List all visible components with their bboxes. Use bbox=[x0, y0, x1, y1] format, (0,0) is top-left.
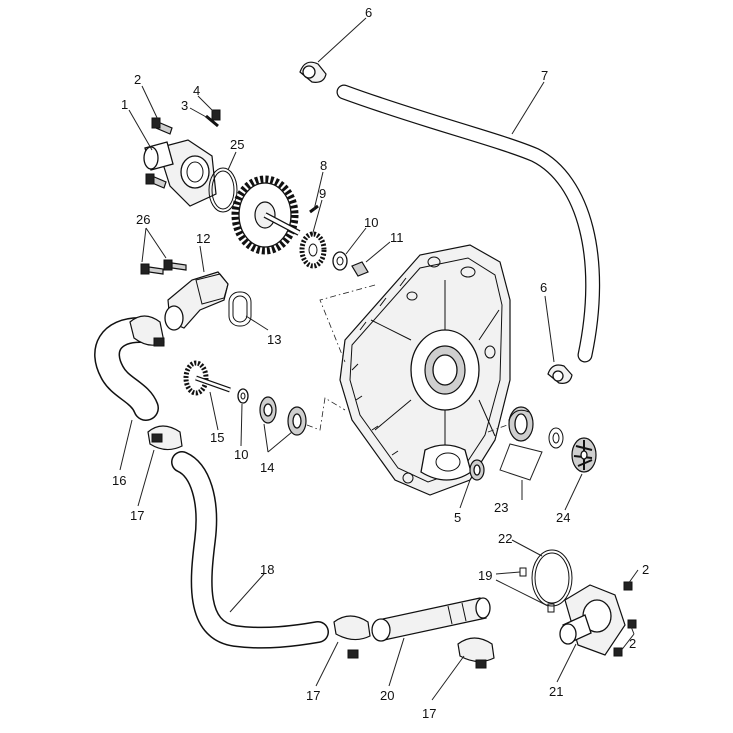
small-gear-9 bbox=[299, 231, 327, 269]
callout-10-low: 10 bbox=[234, 447, 248, 462]
callout-15: 15 bbox=[210, 430, 224, 445]
hose-clip-right bbox=[547, 364, 573, 384]
callout-1: 1 bbox=[121, 97, 128, 112]
hose-clip-17-right bbox=[457, 637, 495, 669]
callout-9: 9 bbox=[319, 186, 326, 201]
callout-25: 25 bbox=[230, 137, 244, 152]
seal-5 bbox=[469, 459, 485, 481]
callout-2-right-top: 2 bbox=[642, 562, 649, 577]
callout-17-left: 17 bbox=[130, 508, 144, 523]
callout-20: 20 bbox=[380, 688, 394, 703]
hose-16 bbox=[94, 317, 159, 421]
bearings-14 bbox=[259, 396, 307, 436]
large-gear-shaft bbox=[231, 175, 301, 255]
hose-clip-top bbox=[299, 61, 327, 83]
gasket-13 bbox=[228, 291, 252, 327]
hose-clip-16-top bbox=[129, 315, 165, 347]
callout-10-top: 10 bbox=[364, 215, 378, 230]
small-pin bbox=[205, 109, 221, 128]
fitting-bolts bbox=[145, 117, 173, 189]
bolts-26 bbox=[140, 259, 187, 275]
callout-19: 19 bbox=[478, 568, 492, 583]
hose-clip-17-center bbox=[333, 615, 371, 659]
callout-2-right-bottom: 2 bbox=[629, 636, 636, 651]
coolant-hose-long bbox=[336, 84, 601, 363]
engine-side-cover bbox=[339, 244, 511, 496]
o-ring-22 bbox=[531, 549, 573, 607]
elbow-fitting-12 bbox=[164, 271, 229, 331]
leader-lines bbox=[119, 17, 639, 701]
assembly-axis-lines bbox=[306, 284, 511, 433]
bearing-11 bbox=[351, 261, 369, 277]
callout-3: 3 bbox=[181, 98, 188, 113]
washer-10-low bbox=[237, 388, 249, 404]
callout-8: 8 bbox=[320, 158, 327, 173]
callout-18: 18 bbox=[260, 562, 274, 577]
callout-6-top: 6 bbox=[365, 5, 372, 20]
callout-24: 24 bbox=[556, 510, 570, 525]
callout-11: 11 bbox=[390, 230, 404, 245]
callout-labels: 6 7 2 1 3 4 25 8 9 10 11 26 12 13 6 15 1… bbox=[112, 5, 649, 721]
callout-21: 21 bbox=[549, 684, 563, 699]
o-ring-25 bbox=[208, 167, 238, 213]
callout-26: 26 bbox=[136, 212, 150, 227]
callout-2-top: 2 bbox=[134, 72, 141, 87]
callout-5: 5 bbox=[454, 510, 461, 525]
callout-17-center: 17 bbox=[306, 688, 320, 703]
callout-4: 4 bbox=[193, 83, 200, 98]
water-pump-cover-21 bbox=[559, 584, 626, 656]
callout-17-right: 17 bbox=[422, 706, 436, 721]
pipe-20 bbox=[371, 597, 491, 642]
callout-7: 7 bbox=[541, 68, 548, 83]
outlet-fitting bbox=[143, 139, 217, 207]
mechanical-seal-23 bbox=[508, 406, 564, 449]
callout-16: 16 bbox=[112, 473, 126, 488]
hose-clip-17-left bbox=[147, 425, 183, 451]
impeller-24 bbox=[571, 437, 597, 473]
hose-18 bbox=[171, 451, 329, 649]
callout-12: 12 bbox=[196, 231, 210, 246]
callout-6-right: 6 bbox=[540, 280, 547, 295]
callout-14: 14 bbox=[260, 460, 274, 475]
callout-13: 13 bbox=[267, 332, 281, 347]
impeller-shaft-15 bbox=[183, 360, 231, 396]
callout-22: 22 bbox=[498, 531, 512, 546]
washer-10-top bbox=[332, 251, 348, 271]
callout-23: 23 bbox=[494, 500, 508, 515]
